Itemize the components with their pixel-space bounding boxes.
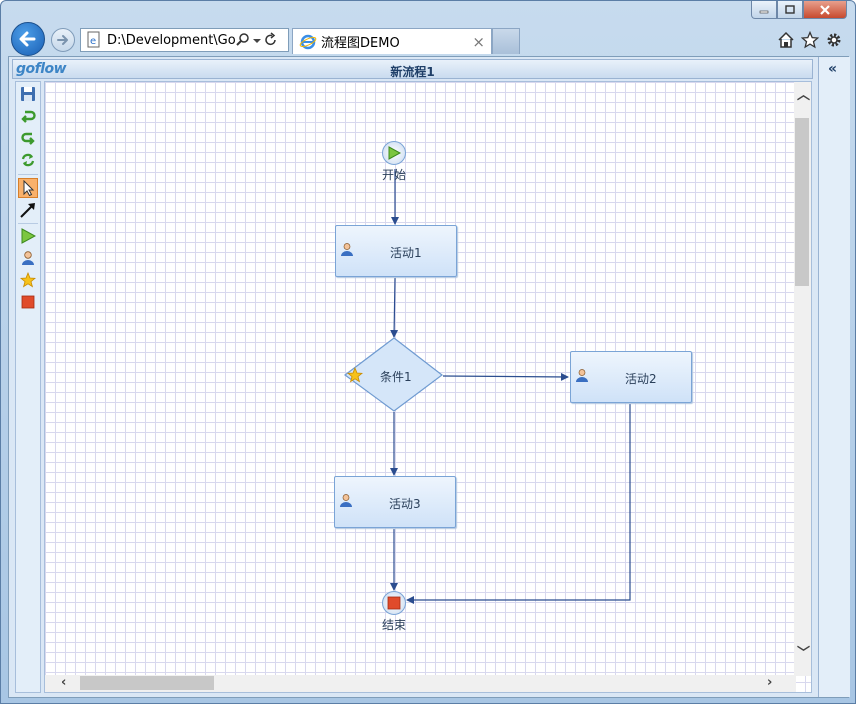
refresh-page-icon[interactable] <box>263 32 279 48</box>
condition-node-icon <box>20 272 36 288</box>
end-node[interactable] <box>382 591 406 615</box>
undo-button[interactable] <box>18 106 38 126</box>
select-tool-button[interactable] <box>18 178 38 198</box>
activity1-node[interactable]: 活动1 <box>335 225 457 277</box>
refresh-icon <box>21 153 35 167</box>
close-window-button[interactable] <box>803 1 847 19</box>
forward-arrow-icon <box>57 35 68 45</box>
toolbar-separator <box>18 223 38 224</box>
activity-tool-button[interactable] <box>18 248 38 268</box>
address-text[interactable]: D:\Development\GoFlow <box>107 32 235 48</box>
tool-palette <box>15 81 41 693</box>
user-icon <box>575 368 589 385</box>
flow-edges <box>343 169 631 604</box>
select-cursor-icon <box>23 180 35 196</box>
minimize-icon <box>759 10 769 13</box>
start-node-icon <box>21 228 36 244</box>
end-node-tool-button[interactable] <box>18 292 38 312</box>
search-icon[interactable] <box>235 32 251 48</box>
end-node-icon <box>387 596 401 610</box>
start-node-label: 开始 <box>381 168 406 182</box>
horizontal-scroll-thumb[interactable] <box>80 676 214 690</box>
undo-icon <box>21 110 36 123</box>
flow-canvas[interactable]: 开始 活动1 条件1 活动2 活动3 <box>44 81 812 693</box>
back-arrow-icon <box>19 31 36 47</box>
properties-panel: « <box>818 57 850 697</box>
activity1-label: 活动1 <box>390 246 422 260</box>
toolbar-separator <box>18 174 38 175</box>
condition-star-icon <box>346 366 364 386</box>
end-node-label: 结束 <box>381 618 406 632</box>
vertical-scrollbar[interactable]: ︿ ﹀ <box>794 82 811 676</box>
svg-text:e: e <box>90 36 96 47</box>
maximize-button[interactable] <box>777 1 803 19</box>
redo-icon <box>21 132 35 145</box>
app-logo: goflow <box>16 61 67 77</box>
minimize-button[interactable] <box>751 1 777 19</box>
condition1-label: 条件1 <box>380 370 412 384</box>
vertical-scroll-thumb[interactable] <box>795 118 809 286</box>
condition-tool-button[interactable] <box>18 270 38 290</box>
tab-title: 流程图DEMO <box>321 36 400 51</box>
edge-condition1-activity2[interactable] <box>442 372 569 381</box>
start-node-icon <box>388 146 402 160</box>
settings-gear-icon[interactable] <box>825 31 843 49</box>
connector-tool-button[interactable] <box>18 200 38 220</box>
address-bar[interactable]: e D:\Development\GoFlow <box>80 28 289 52</box>
refresh-button[interactable] <box>18 150 38 170</box>
condition-node-shape[interactable] <box>343 337 443 412</box>
user-icon <box>339 493 353 510</box>
activity-node-icon <box>22 251 34 265</box>
scroll-right-icon[interactable]: › <box>767 675 773 690</box>
scroll-left-icon[interactable]: ‹ <box>61 675 67 690</box>
scroll-down-icon[interactable]: ﹀ <box>797 646 811 661</box>
start-node-tool-button[interactable] <box>18 226 38 246</box>
page-content: goflow 新流程1 « <box>8 56 850 698</box>
save-icon <box>21 87 35 101</box>
browser-tools <box>777 31 843 49</box>
forward-button[interactable] <box>51 28 75 52</box>
activity2-label: 活动2 <box>625 372 657 386</box>
ie-logo-icon <box>299 34 317 49</box>
save-button[interactable] <box>18 84 38 104</box>
end-node-icon <box>21 295 35 309</box>
connector-arrow-icon <box>20 203 35 218</box>
back-button[interactable] <box>11 22 45 56</box>
browser-tab[interactable]: 流程图DEMO × <box>292 28 492 54</box>
activity2-node[interactable]: 活动2 <box>570 351 692 403</box>
activity3-node[interactable]: 活动3 <box>334 476 456 528</box>
activity3-label: 活动3 <box>389 497 421 511</box>
window-controls <box>751 1 847 19</box>
edge-activity2-end[interactable] <box>406 404 631 604</box>
user-icon <box>340 242 354 259</box>
start-node[interactable] <box>382 141 406 165</box>
new-tab-button[interactable] <box>492 28 520 54</box>
scroll-up-icon[interactable]: ︿ <box>797 88 811 103</box>
home-icon[interactable] <box>777 31 795 49</box>
document-title: 新流程1 <box>390 65 435 79</box>
edge-activity1-condition1[interactable] <box>390 277 399 338</box>
app-header: goflow 新流程1 <box>12 59 813 79</box>
maximize-icon <box>785 5 795 14</box>
page-icon: e <box>87 31 100 48</box>
dropdown-chevron-icon[interactable] <box>251 32 263 48</box>
tab-close-button[interactable]: × <box>472 32 485 51</box>
close-icon <box>820 4 830 15</box>
collapse-panel-button[interactable]: « <box>828 61 838 77</box>
redo-button[interactable] <box>18 128 38 148</box>
horizontal-scrollbar[interactable]: ‹ › <box>45 675 796 692</box>
favorites-star-icon[interactable] <box>801 31 819 49</box>
